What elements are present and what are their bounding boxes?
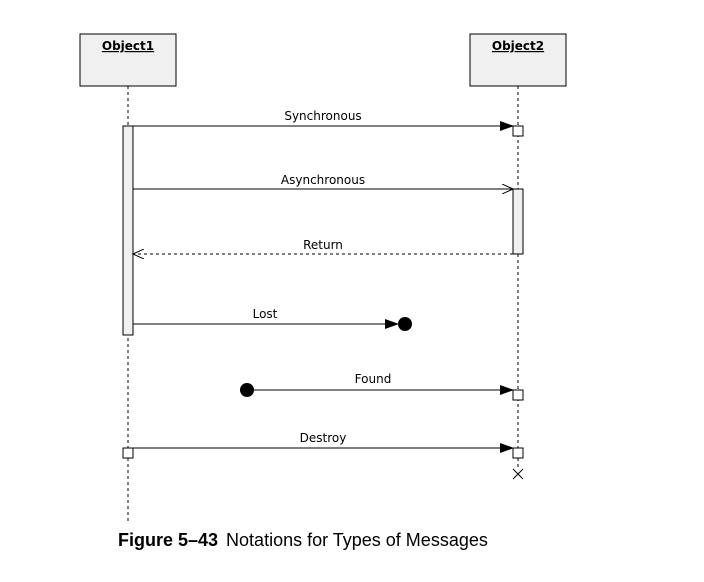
- lost-endpoint-dot: [398, 317, 412, 331]
- object2-label: Object2: [492, 39, 544, 53]
- lost-label: Lost: [253, 307, 278, 321]
- destroy-x-icon: [512, 468, 524, 480]
- object2-activation-bar: [512, 188, 524, 255]
- destroy-label: Destroy: [300, 431, 347, 445]
- found-start-dot: [240, 383, 254, 397]
- figure-caption-text: Notations for Types of Messages: [226, 530, 488, 550]
- synchronous-message: Synchronous: [133, 109, 524, 137]
- figure-caption: Figure 5–43 Notations for Types of Messag…: [118, 530, 488, 551]
- asynchronous-label: Asynchronous: [281, 173, 365, 187]
- object1-box: Object1: [79, 33, 177, 87]
- figure-number: Figure 5–43: [118, 530, 219, 550]
- destroy-message: Destroy: [122, 431, 524, 480]
- asynchronous-message: Asynchronous: [133, 173, 513, 189]
- found-message: Found: [240, 372, 524, 401]
- synchronous-label: Synchronous: [284, 109, 361, 123]
- lost-message: Lost: [133, 307, 412, 331]
- found-label: Found: [355, 372, 392, 386]
- object2-box: Object2: [469, 33, 567, 87]
- object1-activation-bar: [122, 125, 134, 336]
- return-message: Return: [133, 238, 513, 254]
- return-label: Return: [303, 238, 343, 252]
- object1-label: Object1: [102, 39, 154, 53]
